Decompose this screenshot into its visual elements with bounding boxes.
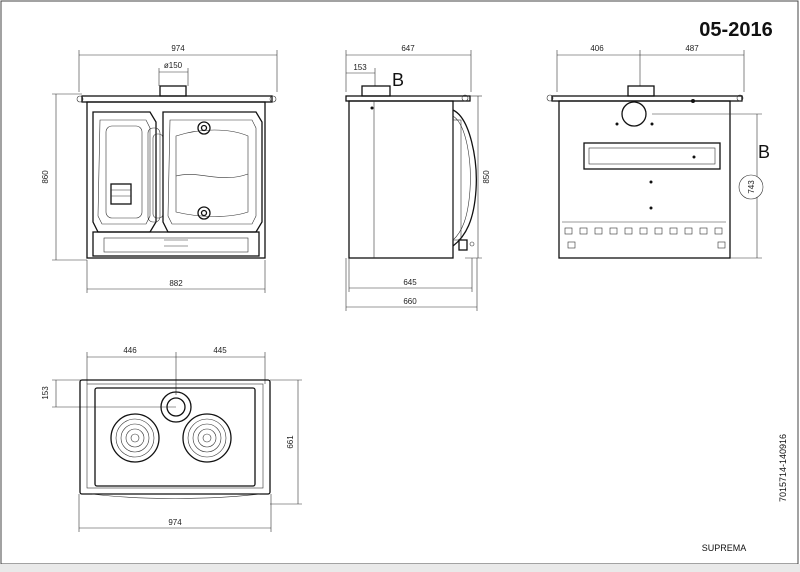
top-depth-label: 661 (286, 435, 295, 449)
model-name: SUPREMA (702, 543, 747, 553)
drawing-code: 05-2016 (699, 19, 772, 41)
top-view: 446 445 153 6 (41, 346, 302, 532)
top-flue-right-label: 445 (213, 346, 227, 355)
side-flue-offset-label: 153 (353, 63, 367, 72)
bottom-strip (0, 564, 800, 572)
rear-flue-right-label: 487 (685, 44, 699, 53)
hotplate-right (182, 413, 232, 463)
side-view: 647 153 B 850 645 660 (345, 44, 491, 311)
side-height-label: 850 (482, 170, 491, 184)
rear-b-label: B (758, 142, 770, 162)
rear-flue-height-label: 743 (747, 180, 756, 194)
front-width-label: 974 (171, 44, 185, 53)
top-flue-left-label: 446 (123, 346, 137, 355)
side-body-depth-label: 645 (403, 278, 417, 287)
top-overall-width-label: 974 (168, 518, 182, 527)
vent-row (564, 227, 726, 249)
rear-view: 406 487 (546, 44, 770, 259)
hotplate-left (110, 413, 160, 463)
side-overall-depth-label: 660 (403, 297, 417, 306)
side-b-label: B (392, 70, 404, 90)
front-base-width-label: 882 (169, 279, 183, 288)
doc-number: 7015714-140916 (778, 434, 788, 502)
rear-flue-left-label: 406 (590, 44, 604, 53)
top-flue-offset-label: 153 (41, 386, 50, 400)
front-height-label: 860 (41, 170, 50, 184)
flue-diameter-label: ø150 (164, 61, 183, 70)
front-view: 974 ø150 (41, 44, 278, 293)
side-top-depth-label: 647 (401, 44, 415, 53)
